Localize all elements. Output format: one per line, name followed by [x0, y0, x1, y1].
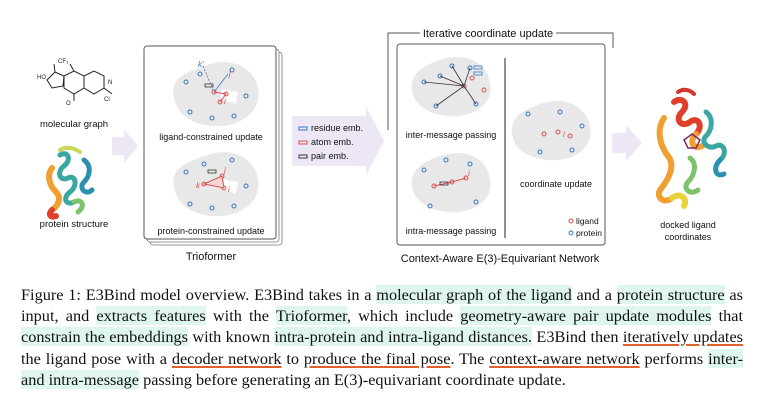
caption-text: and a [571, 285, 617, 304]
caption-text: Figure 1: E3Bind model overview. E3Bind … [21, 285, 377, 304]
trioformer-top-blob [173, 62, 259, 127]
trioformer-bottom-label: protein-constrained update [157, 226, 264, 236]
embedding-legend: residue emb. atom emb. pair emb. [298, 123, 363, 161]
svg-text:Cl: Cl [104, 97, 110, 103]
molecular-graph-label: molecular graph [40, 119, 108, 130]
symbol-j-top: j [228, 69, 231, 78]
symbol-i-coord: i [563, 130, 565, 139]
docked-output-label-line1: docked ligand [660, 220, 716, 230]
symbol-i-top: i [224, 97, 226, 106]
caption-text: , which include [346, 306, 461, 326]
embedding-arrow [292, 106, 384, 176]
protein-structure-image [46, 145, 95, 220]
caption-highlight: geometry-aware pair update modules [460, 306, 712, 326]
symbol-j-bottom: j [223, 166, 226, 175]
docked-protein-image [656, 87, 727, 209]
caption-text: with the [205, 306, 276, 326]
caption-text: performs [639, 348, 709, 368]
iterative-loop-line [387, 32, 614, 130]
svg-text:CF₃: CF₃ [58, 59, 69, 65]
svg-text:N: N [108, 80, 112, 86]
caption-highlight: Trioformer [275, 306, 347, 326]
caption-underline: produce the final pose [303, 348, 451, 368]
intra-message-label: intra-message passing [406, 226, 497, 236]
caption-underline: decoder network [171, 348, 282, 368]
symbol-k-bottom: k [196, 181, 201, 190]
caption-text: . The [450, 348, 490, 368]
symbol-k-prime-top: k' [198, 60, 204, 69]
inter-message-blob [411, 56, 491, 117]
network-title: Context-Aware E(3)-Equivariant Network [401, 253, 600, 265]
legend-pair-emb: pair emb. [311, 151, 349, 161]
symbol-i-bottom: i [228, 185, 230, 194]
legend-atom-emb: atom emb. [311, 137, 354, 147]
caption-text: the ligand pose with a [21, 348, 172, 368]
figure-caption: Figure 1: E3Bind model overview. E3Bind … [21, 284, 744, 390]
caption-text: that [711, 306, 744, 326]
caption-highlight: intra-protein and intra-ligand distances… [274, 327, 533, 347]
figure-diagram: HO CF₃ O Cl N molecular graph protein st… [37, 28, 727, 265]
caption-text: passing before generating an E(3)-equiva… [139, 369, 566, 389]
iterative-loop-label: Iterative coordinate update [423, 28, 553, 40]
caption-highlight: extracts features [96, 306, 206, 326]
docked-output-label-line2: coordinates [665, 232, 712, 242]
legend-residue-emb: residue emb. [311, 123, 363, 133]
svg-text:HO: HO [37, 75, 46, 81]
caption-text: as input, and [21, 285, 743, 326]
inter-message-label: inter-message passing [406, 130, 497, 140]
coordinate-update-blob [511, 100, 591, 161]
trioformer-title: Trioformer [186, 251, 237, 263]
caption-text: with known [187, 327, 275, 347]
molecular-graph-drawing [46, 63, 113, 101]
trioformer-top-label: ligand-constrained update [159, 132, 263, 142]
caption-underline: context-aware network [489, 348, 640, 368]
caption-highlight: protein structure [616, 285, 725, 304]
legend-protein: protein [576, 228, 602, 238]
caption-text: to [281, 348, 304, 368]
caption-underline: iteratively updates [622, 327, 744, 347]
caption-highlight: constrain the embeddings [21, 327, 188, 347]
svg-text:O: O [66, 101, 71, 107]
caption-text: E3Bind then [532, 327, 623, 347]
symbol-i-intra: i [468, 169, 470, 178]
output-arrow [612, 125, 642, 161]
coordinate-update-label: coordinate update [520, 179, 592, 189]
legend-ligand: ligand [576, 216, 599, 226]
protein-structure-label: protein structure [40, 219, 109, 230]
input-arrow [112, 129, 138, 163]
caption-highlight: molecular graph of the ligand [376, 285, 572, 304]
